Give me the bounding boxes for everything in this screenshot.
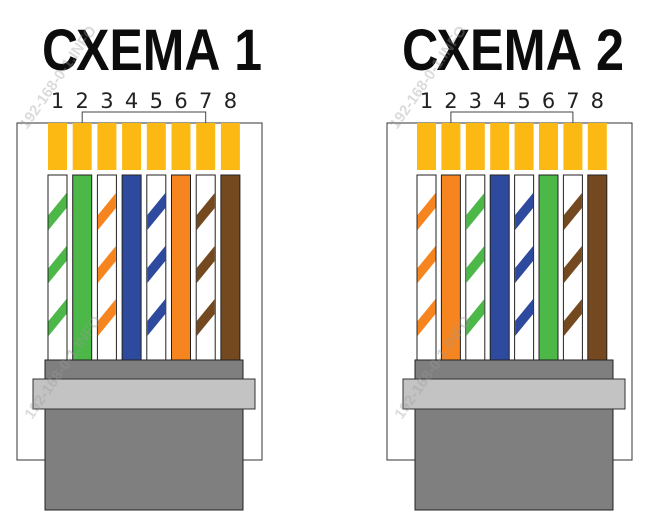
boot-band: [402, 378, 626, 410]
pin-contact-8: [587, 123, 607, 170]
pin-contact-2: [441, 123, 461, 170]
pin-number-7: 7: [199, 89, 212, 113]
pin-contact-7: [563, 123, 583, 170]
wire-green: [538, 174, 559, 361]
wire-stripe: [97, 246, 116, 283]
wire-stripe: [48, 299, 67, 336]
pin-number-3: 3: [100, 89, 113, 113]
scheme-2-title: СХЕМА 2: [402, 18, 624, 83]
pin-number-5: 5: [150, 89, 163, 113]
pair-bracket: [81, 111, 207, 123]
pin-contact-1: [417, 123, 436, 170]
pin-contact-3: [97, 123, 117, 170]
wire-orange: [171, 174, 191, 361]
wire-stripe: [417, 193, 436, 230]
pin-contact-7: [196, 123, 216, 170]
wire-stripe: [48, 246, 67, 283]
wire-stripe: [417, 299, 436, 336]
pair-bracket: [450, 111, 574, 123]
pin-contact-6: [171, 123, 191, 170]
wire-stripe: [563, 299, 582, 336]
pin-number-4: 4: [125, 89, 138, 113]
wire-stripe: [417, 246, 436, 283]
pin-number-2: 2: [444, 89, 457, 113]
wire-stripe: [97, 193, 116, 230]
pin-number-5: 5: [517, 89, 530, 113]
pin-contact-5: [514, 123, 534, 170]
wire-stripe: [196, 193, 215, 230]
pin-number-8: 8: [591, 89, 604, 113]
wire-stripe: [515, 193, 534, 230]
pin-number-2: 2: [76, 89, 89, 113]
pin-number-7: 7: [566, 89, 579, 113]
wire-stripe: [48, 193, 67, 230]
wire-brown: [220, 174, 241, 361]
wire-stripe: [563, 246, 582, 283]
wire-blue: [489, 174, 510, 361]
wire-stripe: [466, 246, 485, 283]
pin-contact-5: [146, 123, 166, 170]
pin-number-3: 3: [469, 89, 482, 113]
pin-contact-3: [465, 123, 485, 170]
pin-number-6: 6: [542, 89, 555, 113]
wire-stripe: [196, 299, 215, 336]
pin-number-8: 8: [224, 89, 237, 113]
wire-stripe: [147, 246, 166, 283]
wire-stripe: [147, 299, 166, 336]
pin-contact-2: [72, 123, 92, 170]
scheme-1-title: СХЕМА 1: [42, 18, 262, 83]
wire-stripe: [563, 193, 582, 230]
pin-contact-4: [490, 123, 510, 170]
wire-stripe: [515, 246, 534, 283]
pin-contact-8: [220, 123, 240, 170]
wire-stripe: [196, 246, 215, 283]
wire-stripe: [147, 193, 166, 230]
wire-brown: [587, 174, 608, 361]
wire-stripe: [466, 193, 485, 230]
wire-stripe: [97, 299, 116, 336]
pin-contact-4: [122, 123, 142, 170]
wire-stripe: [466, 299, 485, 336]
wire-stripe: [515, 299, 534, 336]
pin-contact-1: [48, 123, 67, 170]
pin-number-4: 4: [493, 89, 506, 113]
boot-band: [32, 378, 256, 410]
pin-contact-6: [539, 123, 558, 170]
pin-number-1: 1: [420, 89, 433, 113]
pin-number-6: 6: [174, 89, 187, 113]
wire-blue: [121, 174, 142, 361]
pin-number-1: 1: [51, 89, 64, 113]
